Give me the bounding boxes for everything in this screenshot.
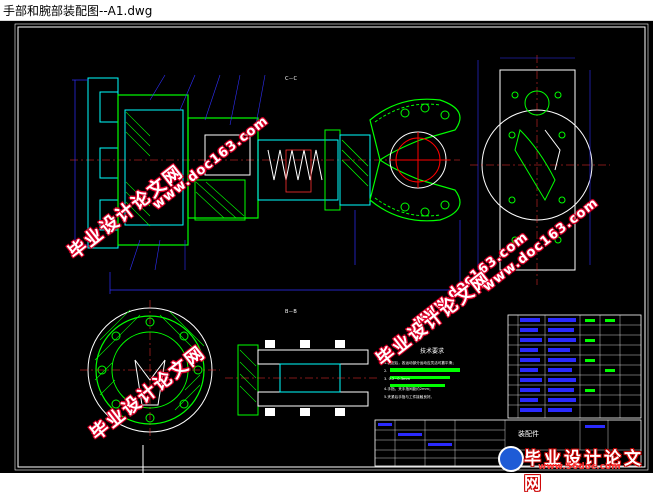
section-bb-view: B－B (225, 309, 380, 416)
technical-requirements: 技术要求 1.装配后，各运动部分运动应灵活可靠平滑； 2. 3. 0.2~0.3… (384, 347, 460, 399)
window-titlebar: 手部和腕部装配图--A1.dwg (0, 0, 653, 21)
sheet-outer-border (14, 23, 649, 471)
cad-drawing: C－C (14, 23, 649, 473)
section-bb-label: B－B (285, 309, 297, 315)
tech-req-title: 技术要求 (420, 347, 444, 355)
logo-url: www.56doc.com (538, 462, 621, 472)
window-title: 手部和腕部装配图--A1.dwg (3, 4, 153, 18)
section-cc-label: C－C (285, 76, 297, 82)
site-logo: 毕业设计论文网 www.56doc.com (496, 444, 653, 494)
tech-req-line-3: 3. 0.2~0.3mm (384, 377, 411, 381)
title-block-name: 装配件 (518, 429, 539, 438)
tech-req-line-4: 4.手指，夹手指间距约2mm； (384, 386, 433, 391)
tech-req-line-2: 2. (384, 369, 387, 373)
main-assembly-view: C－C (70, 74, 461, 294)
parts-list-table (507, 314, 642, 419)
sheet-border (17, 26, 646, 468)
tech-req-line-1: 1.装配后，各运动部分运动应灵活可靠平滑； (384, 360, 456, 365)
logo-icon (498, 446, 524, 472)
right-end-view (470, 55, 610, 285)
tech-req-line-5: 5.夹紧后手指与工件接触良好。 (384, 394, 434, 399)
bottom-left-section-view (80, 300, 220, 473)
cad-drawing-canvas[interactable]: C－C (0, 21, 653, 473)
